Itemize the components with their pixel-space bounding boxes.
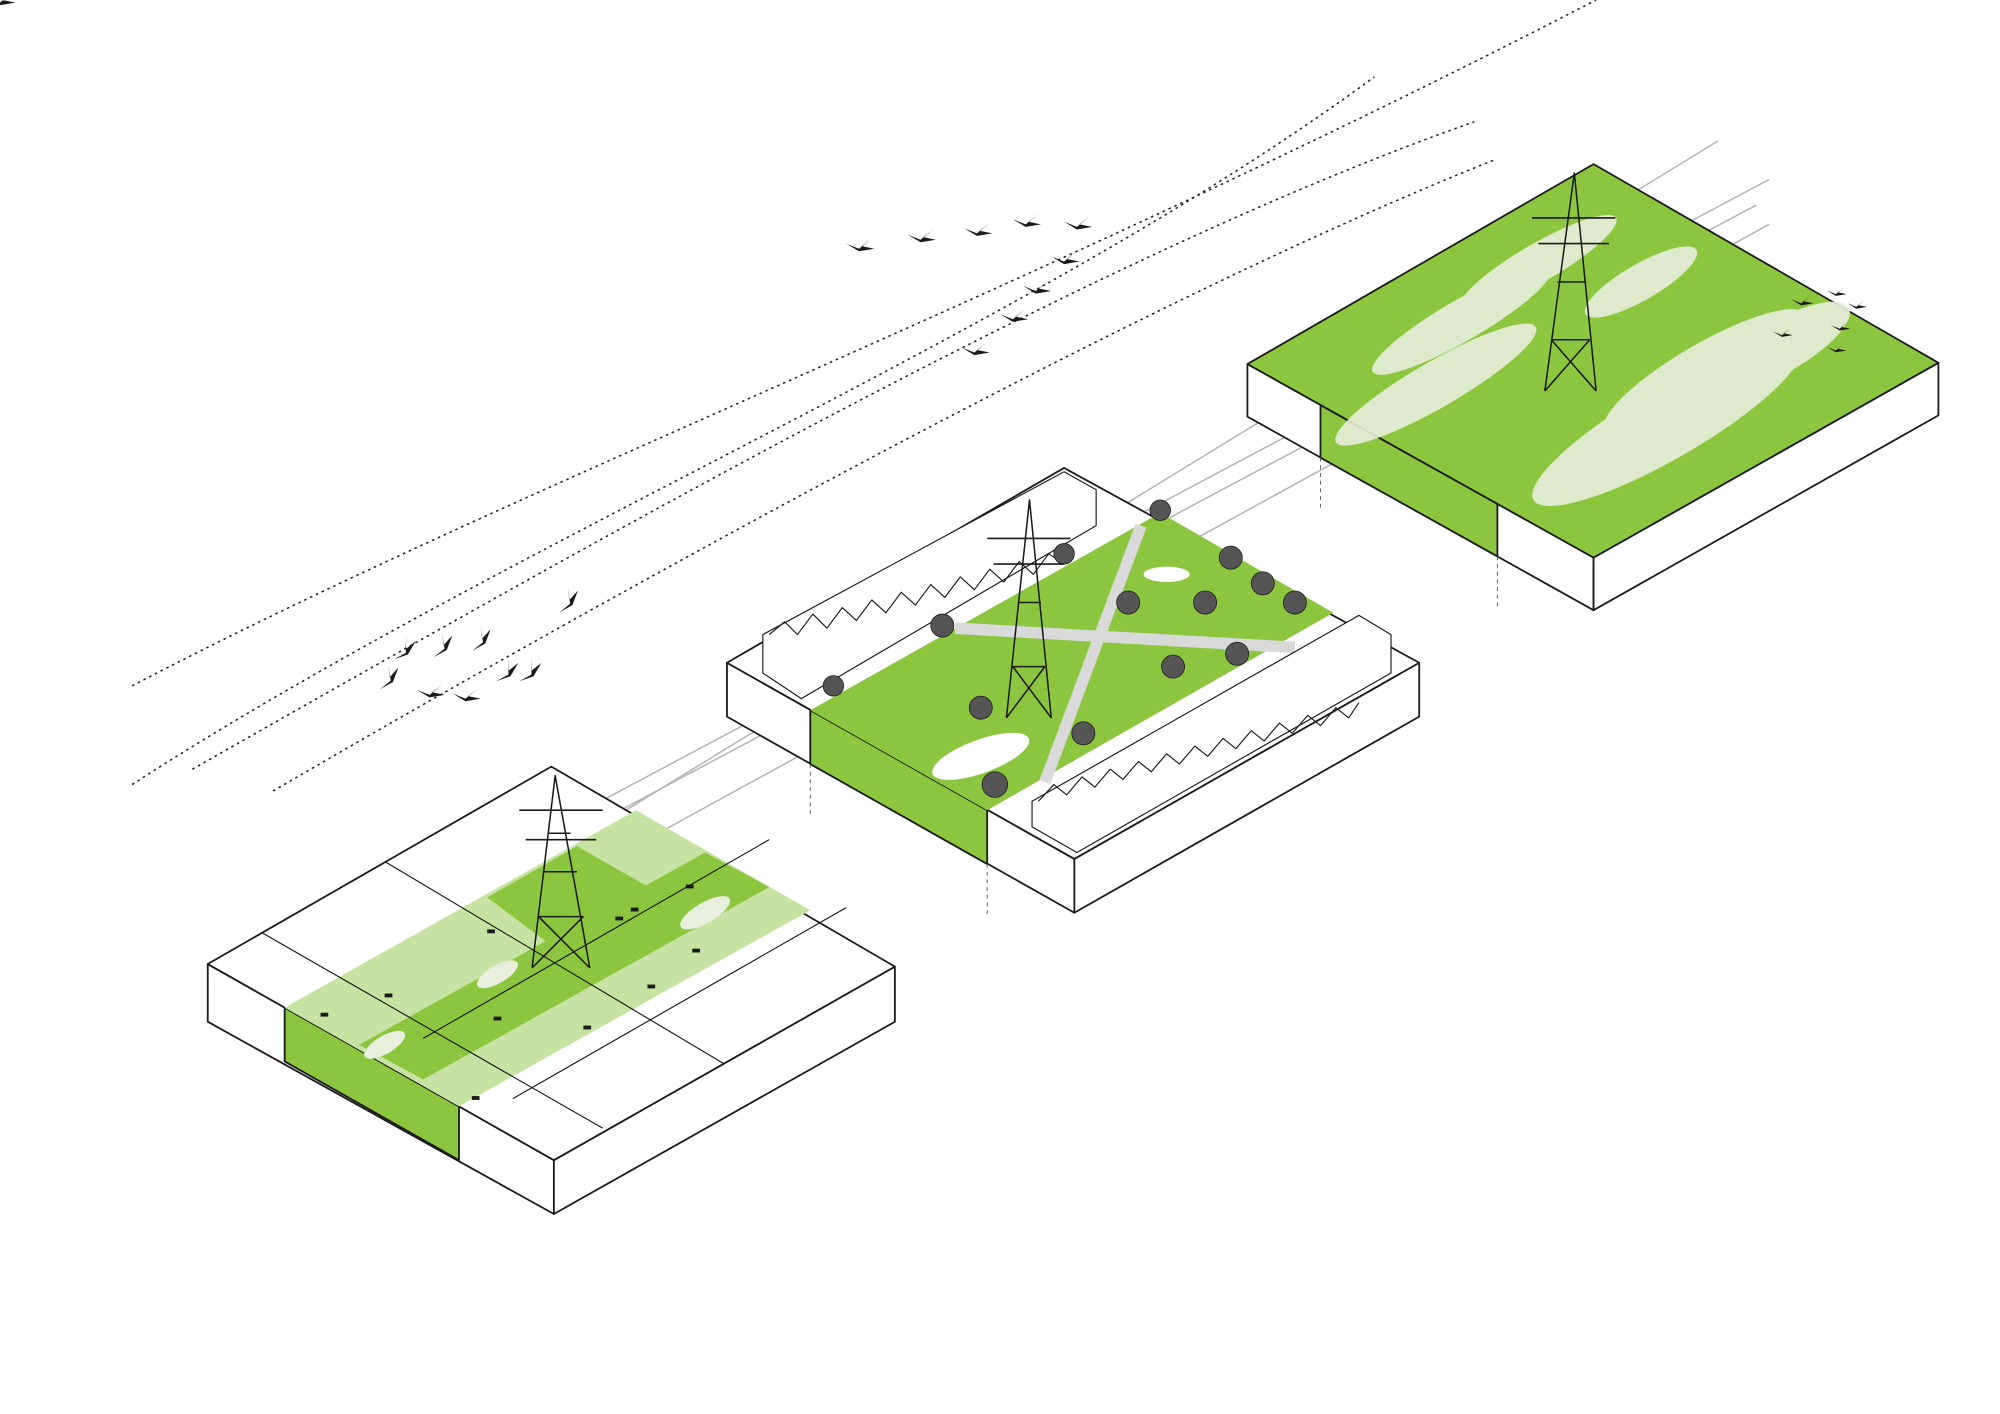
pasture-band <box>359 852 770 1080</box>
pond <box>932 732 1030 780</box>
house-icon <box>762 471 1097 700</box>
pond <box>1143 566 1190 583</box>
flight-paths <box>131 0 1597 792</box>
tree-icon <box>968 695 993 720</box>
tree-icon <box>822 675 844 697</box>
reed-bed <box>1714 301 1850 391</box>
pond <box>680 896 731 930</box>
tree-icon <box>1053 543 1075 565</box>
bird-icon <box>1023 280 1052 294</box>
pond <box>476 960 518 989</box>
bird-icon <box>375 662 401 694</box>
bird-icon <box>961 342 990 356</box>
cow-icon <box>692 948 701 953</box>
pylon-icon <box>519 774 603 969</box>
cow-icon <box>471 1096 480 1100</box>
cow-icon <box>685 884 694 889</box>
meadow-block <box>206 765 896 1215</box>
tree-icon <box>930 613 955 638</box>
park-lawn <box>810 512 1334 811</box>
tree-icon <box>1218 545 1243 570</box>
birds <box>0 0 1868 702</box>
bird-icon <box>1000 308 1029 322</box>
bird-icon <box>907 229 936 243</box>
bird-icon <box>1826 286 1847 296</box>
reed-bed <box>1335 323 1537 446</box>
cow-icon <box>630 907 639 912</box>
cow-icon <box>384 993 393 998</box>
cows <box>320 884 701 1100</box>
field-line <box>422 839 770 1039</box>
cow-icon <box>647 984 656 989</box>
reed-bed <box>1584 246 1698 318</box>
tree-icon <box>1250 571 1275 596</box>
housing-row-front <box>1031 614 1392 854</box>
cow-icon <box>493 1016 502 1021</box>
bird-icon <box>846 238 875 252</box>
tree-icon <box>1161 654 1185 679</box>
bird-icon <box>1012 214 1042 227</box>
roof-line <box>1038 702 1360 802</box>
bird-icon <box>492 656 521 687</box>
trees <box>822 499 1307 798</box>
field-line <box>262 932 603 1129</box>
tree-icon <box>1282 590 1307 615</box>
bird-icon <box>389 634 418 665</box>
cow-icon <box>583 1025 592 1030</box>
tree-icon <box>1116 590 1141 615</box>
tree-icon <box>1149 499 1171 521</box>
bird-icon <box>515 656 544 687</box>
reed-bed <box>1460 214 1617 311</box>
bird-icon <box>416 684 445 698</box>
cow-icon <box>487 929 495 934</box>
tree-icon <box>981 771 1009 798</box>
cow-icon <box>615 916 624 921</box>
wetland-block <box>1246 163 1940 612</box>
flight-path <box>191 121 1475 770</box>
bird-icon <box>1064 216 1093 230</box>
cow-icon <box>320 1012 329 1017</box>
bird-icon <box>452 688 481 702</box>
bird-icon <box>0 0 16 6</box>
flight-path <box>131 0 1597 687</box>
pylon-icon <box>1532 172 1616 392</box>
tree-icon <box>1071 721 1096 746</box>
field-line <box>512 907 847 1100</box>
housing-row-back <box>762 471 1097 700</box>
house-icon <box>1031 614 1392 854</box>
bird-icon <box>1051 251 1080 265</box>
park-path <box>1039 523 1147 785</box>
tree-icon <box>1193 590 1218 615</box>
roof-line <box>768 553 1065 636</box>
bird-icon <box>964 223 993 236</box>
projection-lines <box>809 457 1498 917</box>
reed-beds <box>1335 214 1850 507</box>
bird-icon <box>429 630 455 662</box>
bird-icon <box>467 623 493 655</box>
pylon-icon <box>987 499 1071 719</box>
flight-path <box>272 159 1494 792</box>
park-block <box>726 467 1421 914</box>
tree-icon <box>1225 641 1250 666</box>
bird-icon <box>1847 299 1868 309</box>
bird-icon <box>554 585 581 617</box>
pond <box>364 1030 406 1059</box>
